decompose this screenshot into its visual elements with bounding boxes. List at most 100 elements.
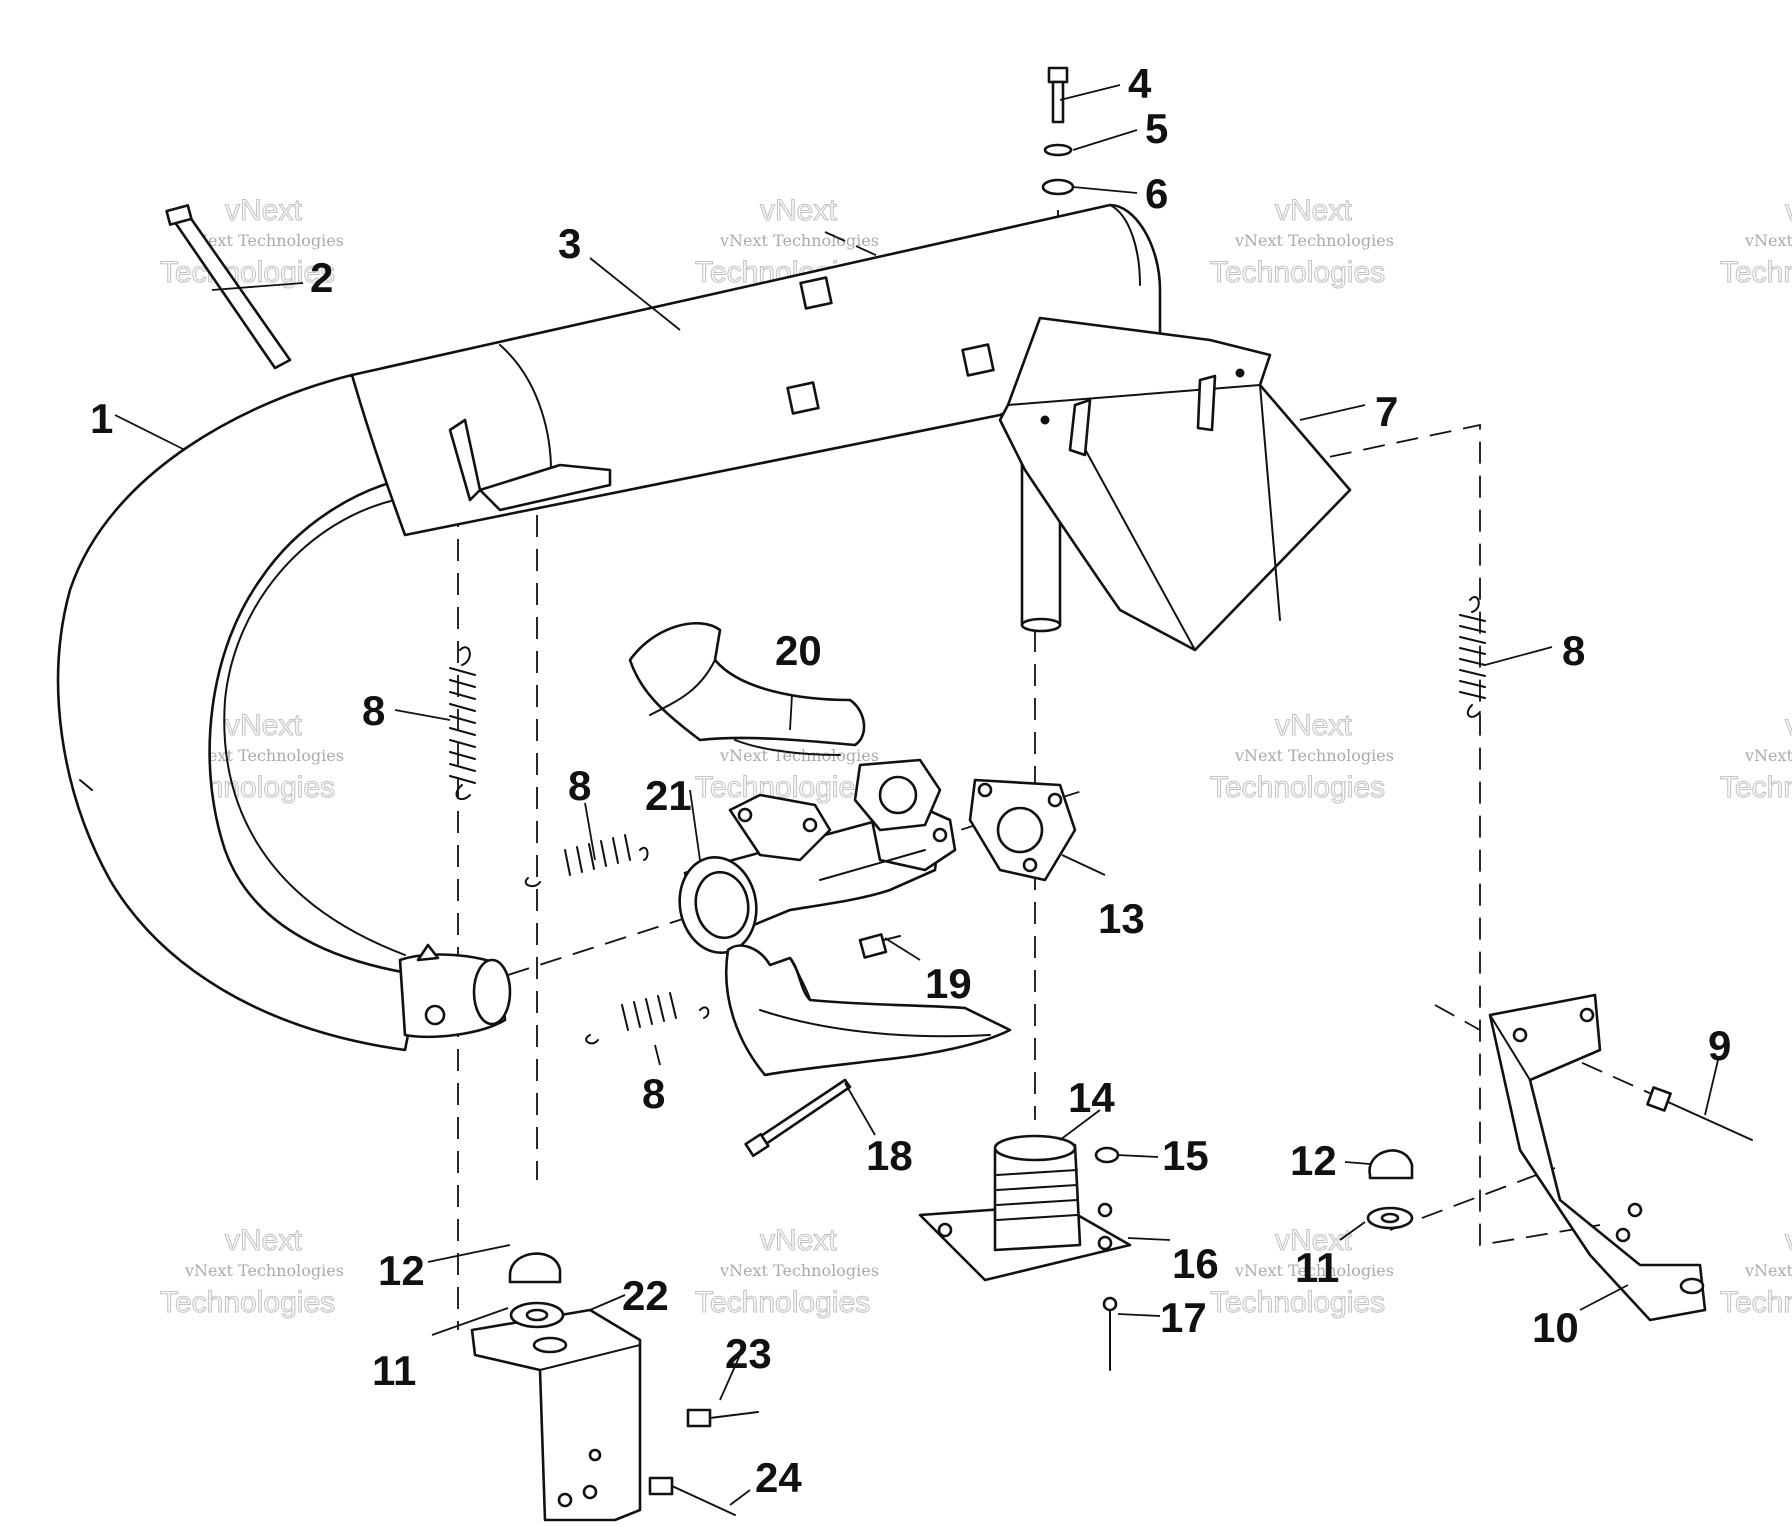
callout-8-middle: 8 [568, 762, 591, 809]
cable-tie-head [165, 204, 193, 226]
lower-shield-edge [789, 957, 811, 1001]
grommet-ridges [996, 1169, 1078, 1221]
gasket-hole [977, 782, 993, 798]
svg-text:vNext Technologies: vNext Technologies [1744, 1261, 1792, 1280]
spring-coils [621, 992, 677, 1031]
rear-bracket-fold [1489, 1014, 1531, 1081]
leader-lines [114, 84, 1719, 1506]
callout-19: 19 [925, 960, 972, 1007]
bolt-head [858, 933, 888, 959]
muffler-bracket-rear [1366, 993, 1753, 1322]
spring-lower [585, 992, 710, 1045]
callout-16: 16 [1172, 1240, 1219, 1287]
leader-line [1127, 1237, 1171, 1241]
exhaust-manifold [678, 793, 957, 955]
watermark-tile: vNext vNext Technologies Technologies [1719, 193, 1792, 289]
watermark-tile: vNext vNext Technologies Technologies [1209, 193, 1394, 289]
callout-24: 24 [755, 1454, 802, 1501]
leader-line [589, 1294, 626, 1311]
heat-shield-fold [1079, 439, 1196, 651]
leader-line [1072, 129, 1138, 151]
heat-shield-fold [1259, 384, 1281, 621]
top-fastener-stack [1041, 66, 1075, 196]
callout-7: 7 [1375, 388, 1398, 435]
spring-hooks [524, 846, 649, 888]
bracket-fold [539, 1344, 641, 1371]
manifold-shield-edge [734, 739, 841, 756]
gasket-port [878, 775, 918, 815]
callout-12-right: 12 [1290, 1137, 1337, 1184]
leader-line [1299, 404, 1366, 421]
leader-line [1072, 186, 1138, 194]
heat-shield-rib [1196, 374, 1217, 432]
svg-text:Technologies: Technologies [695, 1286, 870, 1319]
callout-5: 5 [1145, 105, 1168, 152]
spring-tab-hole [424, 1004, 446, 1026]
svg-text:vNext Technologies: vNext Technologies [184, 231, 344, 250]
svg-text:vNext Technologies: vNext Technologies [719, 1261, 879, 1280]
callout-12-left: 12 [378, 1247, 425, 1294]
svg-text:vNext: vNext [225, 1224, 302, 1257]
spring-coils [1459, 614, 1486, 699]
svg-text:vNext Technologies: vNext Technologies [184, 746, 344, 765]
leader-line [844, 1082, 876, 1136]
leader-line [1704, 1059, 1719, 1116]
manifold-shield-edge [649, 659, 716, 716]
head-pipe-highlight [223, 499, 406, 956]
grommet-cap [1368, 1149, 1414, 1180]
bracket-hole [1679, 1277, 1705, 1295]
svg-text:vNext: vNext [760, 194, 837, 227]
flange-hole [737, 807, 753, 823]
leader-line [1484, 646, 1553, 666]
callout-10: 10 [1532, 1304, 1579, 1351]
rivet-23 [686, 1408, 712, 1428]
callout-18: 18 [866, 1132, 913, 1179]
svg-text:Technologies: Technologies [1720, 1286, 1792, 1319]
svg-text:Technologies: Technologies [1720, 771, 1792, 804]
leader-line [1059, 84, 1121, 101]
bracket-hole [1615, 1227, 1631, 1243]
washer-hole [525, 1308, 549, 1322]
rivet-head [1102, 1296, 1118, 1312]
mount-hole [937, 1222, 953, 1238]
svg-text:vNext Technologies: vNext Technologies [1234, 231, 1394, 250]
svg-text:vNext: vNext [1785, 1224, 1792, 1257]
svg-text:vNext: vNext [760, 1224, 837, 1257]
callout-22: 22 [622, 1272, 669, 1319]
callout-2: 2 [310, 254, 333, 301]
callout-8-right: 8 [1562, 627, 1585, 674]
bracket-hole [588, 1448, 602, 1462]
callout-6: 6 [1145, 170, 1168, 217]
leader-line [427, 1244, 511, 1263]
manifold-flange-left [728, 793, 832, 862]
svg-text:vNext: vNext [1275, 1224, 1352, 1257]
washer-hole [1380, 1212, 1400, 1224]
watermark-tile: vNext vNext Technologies Technologies [1209, 708, 1393, 804]
leader-line [1579, 1284, 1629, 1311]
manifold-bolt [858, 933, 901, 959]
muffler-nut-left [786, 381, 820, 415]
heat-shield-fold [1007, 384, 1261, 406]
svg-text:vNext Technologies: vNext Technologies [1744, 231, 1792, 250]
callout-1: 1 [90, 395, 113, 442]
leader-line [211, 282, 304, 291]
svg-text:vNext Technologies: vNext Technologies [719, 231, 879, 250]
head-pipe-seam [79, 779, 93, 791]
heat-shield-hole [1235, 368, 1245, 378]
gasket-front [968, 778, 1077, 882]
head-pipe [56, 373, 512, 1052]
callout-21: 21 [645, 772, 692, 819]
spring-hooks [585, 1006, 710, 1045]
rivet-23-shank [709, 1411, 759, 1419]
callout-15: 15 [1162, 1132, 1209, 1179]
bracket-body [470, 1308, 642, 1522]
leader-line [719, 1354, 741, 1401]
callout-20: 20 [775, 627, 822, 674]
callout-8-left: 8 [362, 687, 385, 734]
mount-hole [1097, 1202, 1113, 1218]
rivet-9-shank [1667, 1101, 1753, 1141]
bolt-head [1047, 66, 1069, 84]
lower-shield-edge [759, 1009, 991, 1038]
svg-text:vNext: vNext [1275, 194, 1352, 227]
leader-line [1116, 1154, 1159, 1158]
